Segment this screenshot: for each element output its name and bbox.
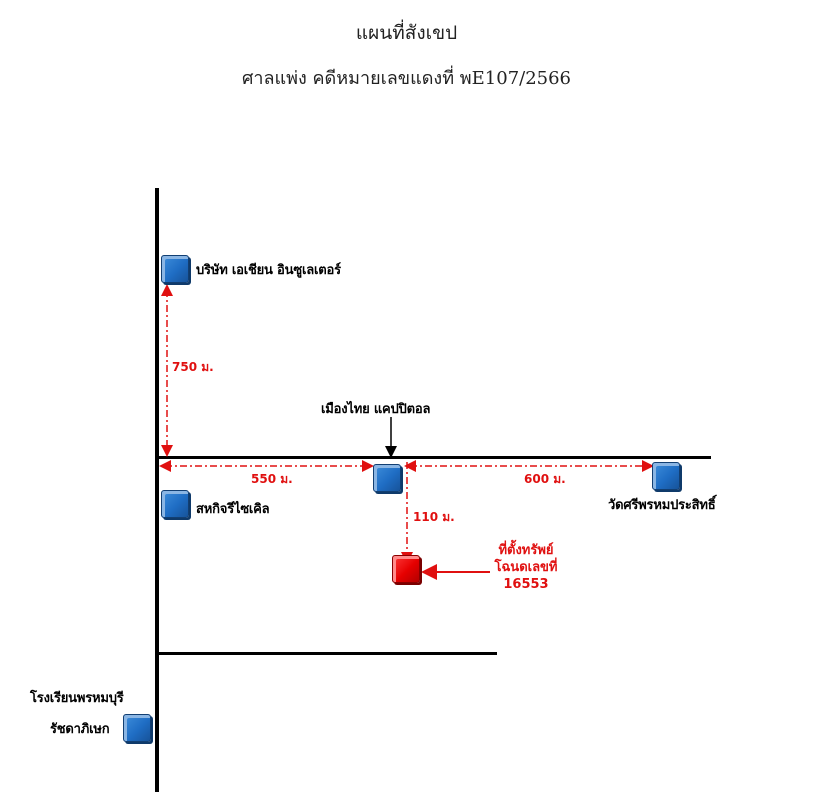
cycle-marker xyxy=(161,490,189,518)
property-deed-number: 16553 xyxy=(503,577,549,592)
dist-label-north: 750 ม. xyxy=(172,360,214,374)
property-marker xyxy=(392,555,420,583)
company-label: บริษัท เอเชียน อินซูเลเตอร์ xyxy=(196,263,341,278)
dist-label-west: 550 ม. xyxy=(251,472,293,486)
property-label-line2: โฉนดเลขที่ xyxy=(494,560,558,575)
school-marker xyxy=(123,714,151,742)
case-subtitle: ศาลแพ่ง คดีหมายเลขแดงที่ พE107/2566 xyxy=(241,68,572,89)
dist-label-east: 600 ม. xyxy=(524,472,566,486)
school-label-line2: รัชดาภิเษก xyxy=(50,722,110,737)
muang-thai-label: เมืองไทย แคปปิตอล xyxy=(321,402,431,417)
map-title: แผนที่สังเขป xyxy=(355,22,458,44)
company-marker xyxy=(161,255,189,283)
cycle-label: สหกิจรีไซเคิล xyxy=(196,502,270,517)
road-vertical-main xyxy=(155,188,159,792)
temple-marker xyxy=(652,462,680,490)
road-horizontal-main xyxy=(158,456,711,459)
muang-thai-marker xyxy=(373,464,401,492)
school-label-line1: โรงเรียนพรหมบุรี xyxy=(30,691,124,706)
property-label-line1: ที่ตั้งทรัพย์ xyxy=(498,543,554,558)
temple-label: วัดศรีพรหมประสิทธิ์ xyxy=(608,498,716,513)
dist-label-south: 110 ม. xyxy=(413,510,455,524)
property-label: ที่ตั้งทรัพย์ โฉนดเลขที่ 16553 xyxy=(491,542,561,593)
road-horizontal-lower xyxy=(158,652,497,655)
